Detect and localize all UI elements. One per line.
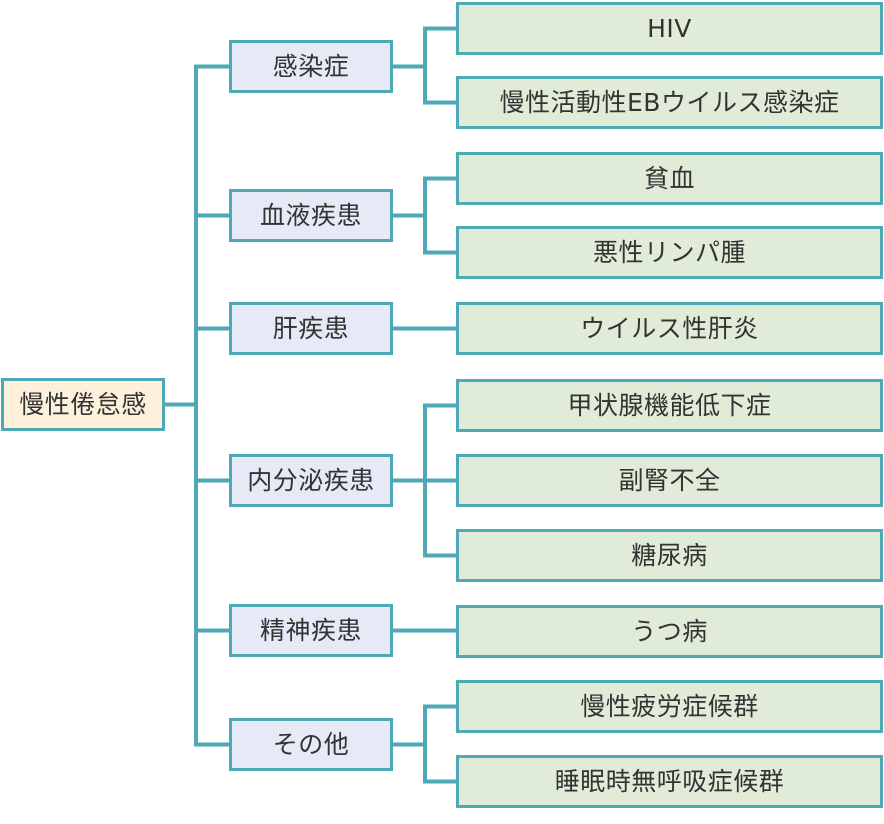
leaf-node: 糖尿病 — [456, 529, 883, 582]
category-label: 内分泌疾患 — [247, 466, 375, 495]
category-node-infection: 感染症 — [229, 40, 393, 93]
leaf-node: ウイルス性肝炎 — [456, 302, 883, 355]
leaf-node: 悪性リンパ腫 — [456, 226, 883, 279]
leaf-node: 慢性活動性EBウイルス感染症 — [456, 76, 883, 129]
category-label: 感染症 — [272, 52, 350, 81]
leaf-node: 睡眠時無呼吸症候群 — [456, 755, 883, 808]
leaf-label: 慢性活動性EBウイルス感染症 — [499, 88, 840, 117]
leaf-node: 貧血 — [456, 152, 883, 205]
category-node-blood: 血液疾患 — [229, 189, 393, 242]
leaf-label: 睡眠時無呼吸症候群 — [554, 767, 785, 796]
category-node-endocrine: 内分泌疾患 — [229, 454, 393, 507]
leaf-label: 慢性疲労症候群 — [580, 692, 759, 721]
leaf-node: HIV — [456, 2, 883, 55]
leaf-label: ウイルス性肝炎 — [580, 314, 759, 343]
leaf-node: 慢性疲労症候群 — [456, 680, 883, 733]
category-label: 肝疾患 — [272, 314, 350, 343]
leaf-label: 糖尿病 — [631, 541, 708, 570]
leaf-label: 副腎不全 — [618, 466, 721, 495]
category-label: 精神疾患 — [259, 616, 362, 645]
category-node-liver: 肝疾患 — [229, 302, 393, 355]
leaf-label: 貧血 — [643, 164, 695, 193]
category-label: その他 — [272, 730, 350, 759]
leaf-node: うつ病 — [456, 605, 883, 658]
category-label: 血液疾患 — [259, 201, 362, 230]
leaf-label: 甲状腺機能低下症 — [567, 391, 772, 420]
root-label: 慢性倦怠感 — [19, 390, 147, 419]
category-node-other: その他 — [229, 718, 393, 771]
leaf-node: 甲状腺機能低下症 — [456, 379, 883, 432]
category-node-psychiatric: 精神疾患 — [229, 604, 393, 657]
leaf-label: HIV — [647, 14, 692, 43]
root-node: 慢性倦怠感 — [1, 378, 165, 431]
leaf-label: うつ病 — [631, 617, 708, 646]
leaf-node: 副腎不全 — [456, 454, 883, 507]
leaf-label: 悪性リンパ腫 — [592, 238, 746, 267]
